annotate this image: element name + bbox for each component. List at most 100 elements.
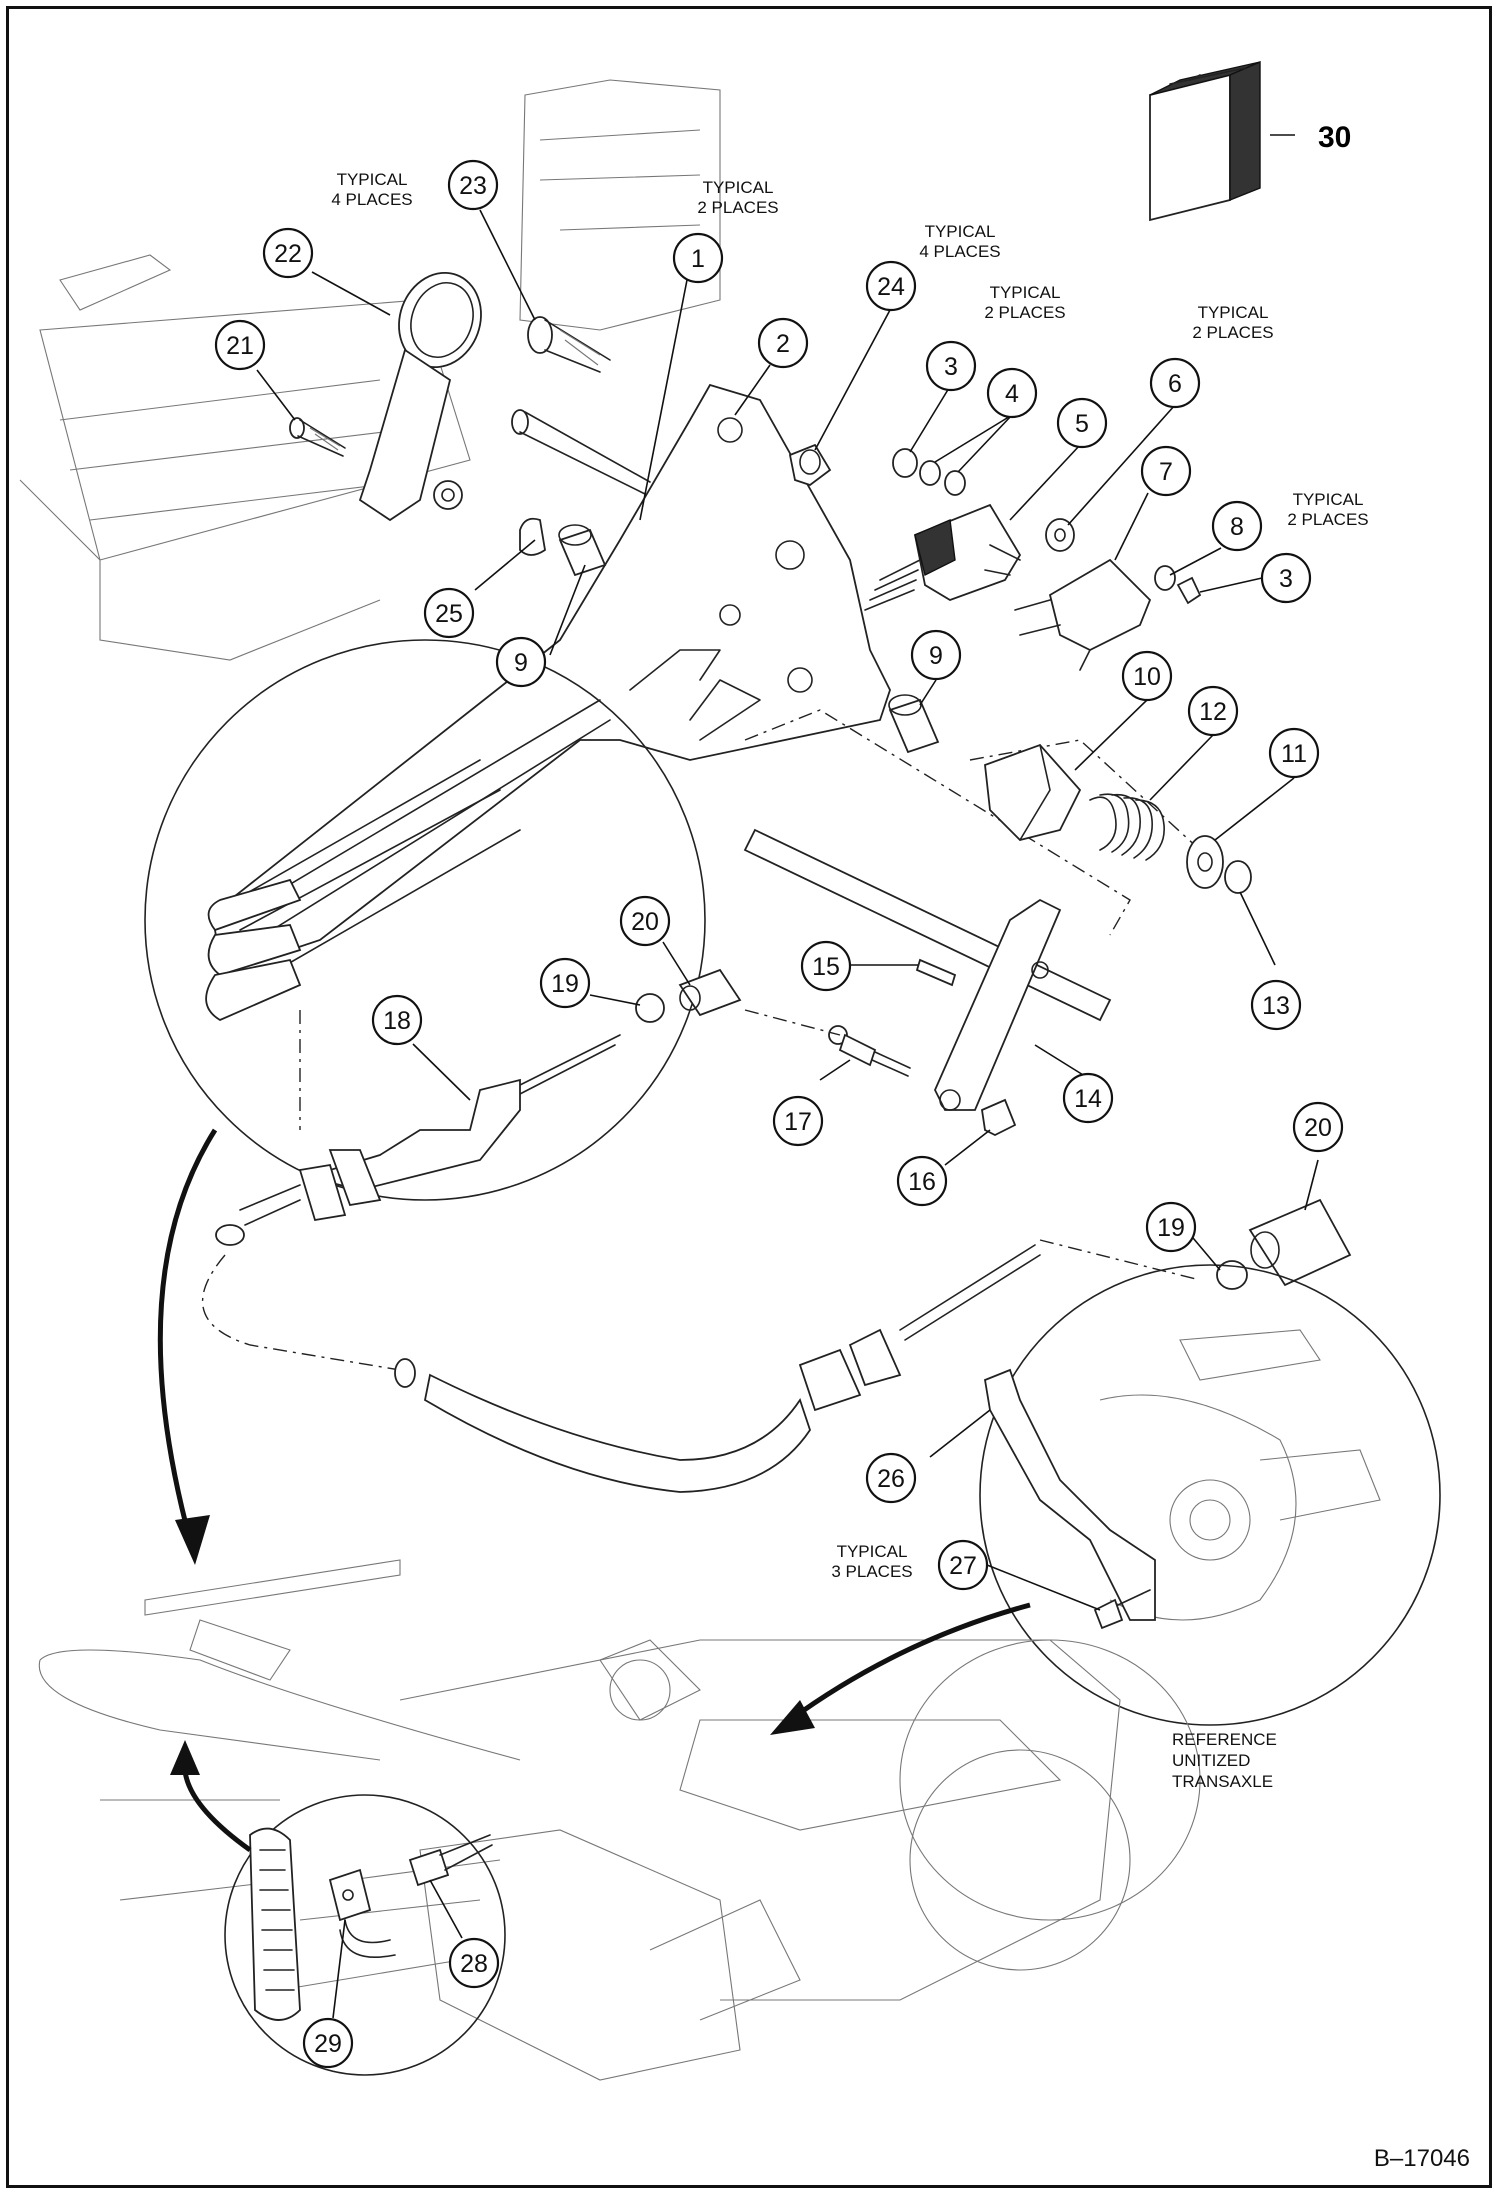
typical-notes: TYPICAL 4 PLACES TYPICAL 2 PLACES TYPICA… xyxy=(331,170,1368,1581)
reference-line-2: UNITIZED xyxy=(1172,1751,1250,1770)
note-typical-2-places-6-count: 2 PLACES xyxy=(1192,323,1273,342)
callout-12: 12 xyxy=(1187,685,1239,737)
item-12-spring-drawing xyxy=(1089,793,1165,861)
item-18-cable-lower-drawing xyxy=(201,1239,1201,1493)
svg-text:7: 7 xyxy=(1159,458,1173,486)
callout-29: 29 xyxy=(302,2017,354,2069)
item-27-bolt-drawing xyxy=(1093,1589,1151,1630)
item-16-nut-drawing xyxy=(981,1098,1017,1137)
washer-clip-11-13-drawing xyxy=(1186,835,1252,894)
item-18-cable-upper-drawing xyxy=(215,1034,621,1246)
note-typical-2-places-1: TYPICAL xyxy=(703,178,774,197)
callout-4: 4 xyxy=(986,367,1038,419)
svg-text:26: 26 xyxy=(877,1465,905,1493)
svg-text:5: 5 xyxy=(1075,410,1089,438)
note-typical-4-places-24-count: 4 PLACES xyxy=(919,242,1000,261)
svg-text:2: 2 xyxy=(776,330,790,358)
callout-1: 1 xyxy=(672,232,724,284)
pedal-detail-magnifier xyxy=(144,639,706,1201)
callout-3-upper: 3 xyxy=(925,340,977,392)
callout-15: 15 xyxy=(800,940,852,992)
svg-text:21: 21 xyxy=(226,332,254,360)
note-typical-4-places-24: TYPICAL xyxy=(925,222,996,241)
note-typical-4-places-22: TYPICAL xyxy=(337,170,408,189)
item-7-switch-drawing xyxy=(1014,558,1152,671)
callout-8: 8 xyxy=(1211,500,1263,552)
shaft-assembly-drawing xyxy=(743,709,1201,1111)
accelerator-pedal-drawing xyxy=(358,271,482,522)
reference-note: REFERENCE UNITIZED TRANSAXLE xyxy=(1172,1730,1277,1791)
note-typical-3-places-27: TYPICAL xyxy=(837,1542,908,1561)
svg-text:6: 6 xyxy=(1168,370,1182,398)
svg-text:10: 10 xyxy=(1133,663,1161,691)
note-typical-2-places-8-count: 2 PLACES xyxy=(1287,510,1368,529)
svg-text:24: 24 xyxy=(877,273,905,301)
callout-9-lower: 9 xyxy=(910,629,962,681)
callout-20-upper: 20 xyxy=(619,895,671,947)
callout-17: 17 xyxy=(772,1095,824,1147)
callout-11: 11 xyxy=(1268,727,1320,779)
note-typical-2-places-4-count: 2 PLACES xyxy=(984,303,1065,322)
callout-3-lower: 3 xyxy=(1260,552,1312,604)
note-typical-2-places-6: TYPICAL xyxy=(1198,303,1269,322)
callout-10: 10 xyxy=(1121,650,1173,702)
diagram-frame xyxy=(6,6,1492,2188)
note-typical-2-places-1-count: 2 PLACES xyxy=(697,198,778,217)
item-9-bushing-lower-drawing xyxy=(888,694,940,754)
callout-22: 22 xyxy=(262,227,314,279)
callout-26: 26 xyxy=(865,1452,917,1504)
svg-text:1: 1 xyxy=(691,245,705,273)
washers-3-4-drawing xyxy=(892,448,966,496)
item-15-pin-drawing xyxy=(915,958,957,987)
callout-20-lower: 20 xyxy=(1292,1101,1344,1153)
svg-text:11: 11 xyxy=(1281,740,1307,768)
callout-9-upper: 9 xyxy=(495,636,547,688)
socket-19-20-lower-drawing xyxy=(1216,1198,1352,1290)
item-10-cap-drawing xyxy=(984,743,1082,841)
callout-28: 28 xyxy=(448,1937,500,1989)
callout-27: 27 xyxy=(937,1539,989,1591)
svg-text:3: 3 xyxy=(944,353,958,381)
item-17-ball-stud-drawing xyxy=(828,1025,911,1077)
svg-text:25: 25 xyxy=(435,600,463,628)
item-5-switch-drawing xyxy=(864,503,1022,611)
svg-text:22: 22 xyxy=(274,240,302,268)
note-typical-4-places-22-count: 4 PLACES xyxy=(331,190,412,209)
vehicle-chassis-sketch xyxy=(38,1559,1201,2081)
svg-text:18: 18 xyxy=(383,1007,411,1035)
callout-2: 2 xyxy=(757,317,809,369)
item-9-bushing-upper-drawing xyxy=(519,517,607,577)
svg-text:3: 3 xyxy=(1279,565,1293,593)
callout-13: 13 xyxy=(1250,979,1302,1031)
item-24-nut-drawing xyxy=(788,443,832,487)
svg-text:29: 29 xyxy=(314,2030,342,2058)
callout-21: 21 xyxy=(214,319,266,371)
callout-24: 24 xyxy=(865,260,917,312)
callout-16: 16 xyxy=(896,1155,948,1207)
item-23-bolt-drawing xyxy=(527,316,611,373)
svg-text:12: 12 xyxy=(1199,698,1227,726)
svg-text:20: 20 xyxy=(1304,1114,1332,1142)
svg-text:9: 9 xyxy=(929,642,943,670)
svg-text:16: 16 xyxy=(908,1168,936,1196)
item-30-box-drawing xyxy=(1149,60,1295,222)
callout-25: 25 xyxy=(423,587,475,639)
svg-text:19: 19 xyxy=(551,970,579,998)
note-typical-2-places-4: TYPICAL xyxy=(990,283,1061,302)
pivot-rod-drawing xyxy=(511,409,651,495)
callout-18: 18 xyxy=(371,994,423,1046)
svg-text:19: 19 xyxy=(1157,1214,1185,1242)
flow-arrows xyxy=(157,1128,1031,1853)
note-typical-3-places-27-count: 3 PLACES xyxy=(831,1562,912,1581)
svg-text:23: 23 xyxy=(459,172,487,200)
svg-text:15: 15 xyxy=(812,953,840,981)
note-typical-2-places-8: TYPICAL xyxy=(1293,490,1364,509)
callout-19-lower: 19 xyxy=(1145,1201,1197,1253)
svg-text:17: 17 xyxy=(784,1108,812,1136)
item-6-spacer-drawing xyxy=(1045,518,1075,552)
callout-19-upper: 19 xyxy=(539,957,591,1009)
transaxle-detail-magnifier xyxy=(979,1264,1441,1726)
svg-text:9: 9 xyxy=(514,649,528,677)
grip-detail-magnifier xyxy=(224,1794,506,2076)
